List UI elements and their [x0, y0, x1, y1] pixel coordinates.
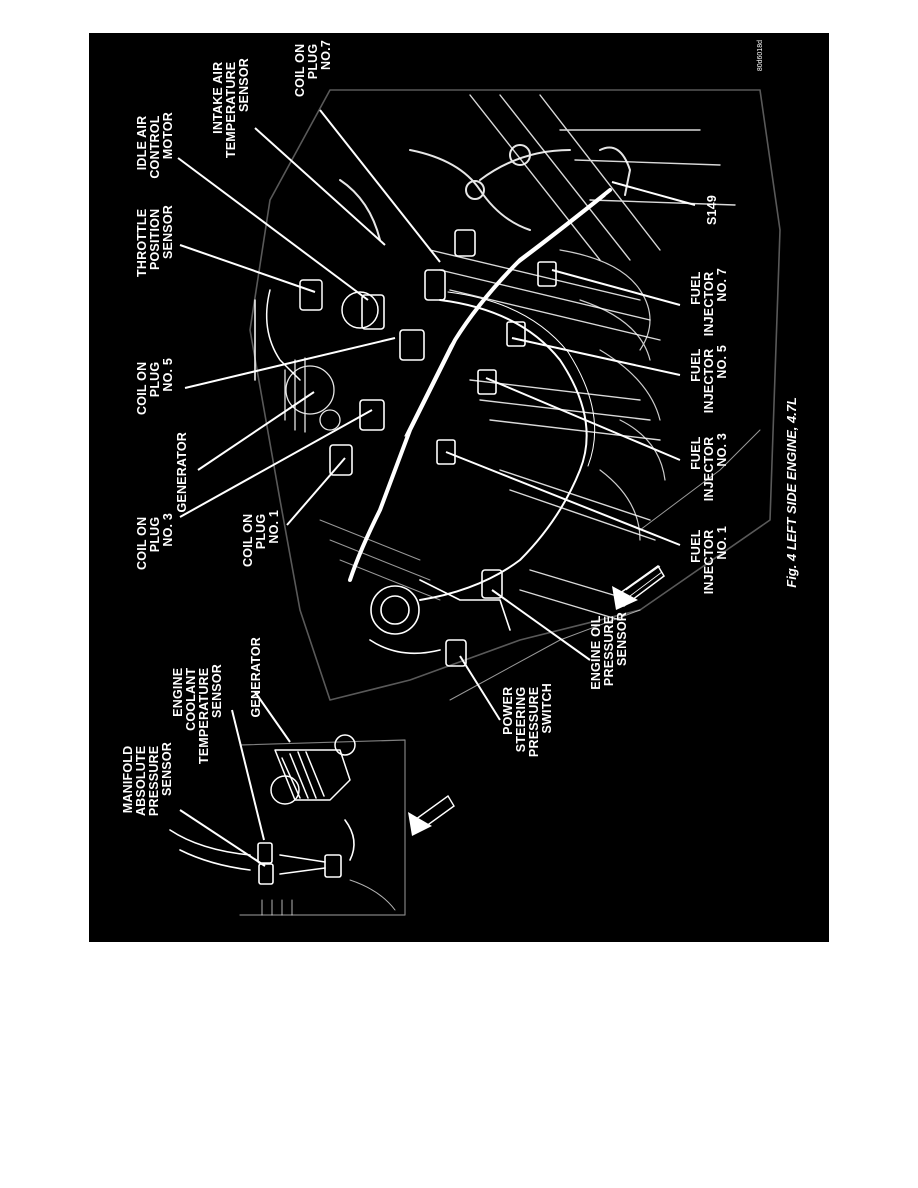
direction-arrow-icon	[612, 564, 665, 610]
label-fuel-injector-no3: FUEL INJECTOR NO. 3	[689, 433, 729, 501]
label-power-steering-pressure-switch: POWER STEERING PRESSURE SWITCH	[501, 683, 554, 757]
label-coil-on-plug-no7: COIL ON PLUG NO.7	[293, 40, 333, 97]
label-idle-air-control-motor: IDLE AIR CONTROL MOTOR	[135, 112, 175, 179]
label-engine-oil-pressure-sensor: ENGINE OIL PRESSURE SENSOR	[589, 612, 629, 690]
label-manifold-absolute-pressure-sensor: MANIFOLD ABSOLUTE PRESSURE SENSOR	[121, 742, 174, 816]
leader-lines	[177, 109, 696, 867]
label-engine-coolant-temperature-sensor: ENGINE COOLANT TEMPERATURE SENSOR	[171, 664, 224, 764]
label-coil-on-plug-no1: COIL ON PLUG NO. 1	[241, 510, 281, 567]
label-coil-on-plug-no3: COIL ON PLUG NO. 3	[135, 513, 175, 570]
inset-artwork	[169, 734, 455, 916]
inset-direction-arrow-icon	[408, 794, 455, 836]
label-coil-on-plug-no5: COIL ON PLUG NO. 5	[135, 358, 175, 415]
label-fuel-injector-no7: FUEL INJECTOR NO. 7	[689, 268, 729, 336]
label-fuel-injector-no1: FUEL INJECTOR NO. 1	[689, 526, 729, 594]
label-s149: S149	[705, 195, 719, 225]
label-generator-top: GENERATOR	[175, 432, 189, 513]
figure-code: 80d6018d	[757, 40, 764, 71]
label-generator-bottom: GENERATOR	[249, 637, 263, 718]
label-throttle-position-sensor: THROTTLE POSITION SENSOR	[135, 205, 175, 277]
label-intake-air-temperature-sensor: INTAKE AIR TEMPERATURE SENSOR	[211, 58, 251, 158]
engine-artwork	[249, 89, 781, 701]
label-fuel-injector-no5: FUEL INJECTOR NO. 5	[689, 345, 729, 413]
figure-caption: Fig. 4 LEFT SIDE ENGINE, 4.7L	[784, 397, 799, 588]
